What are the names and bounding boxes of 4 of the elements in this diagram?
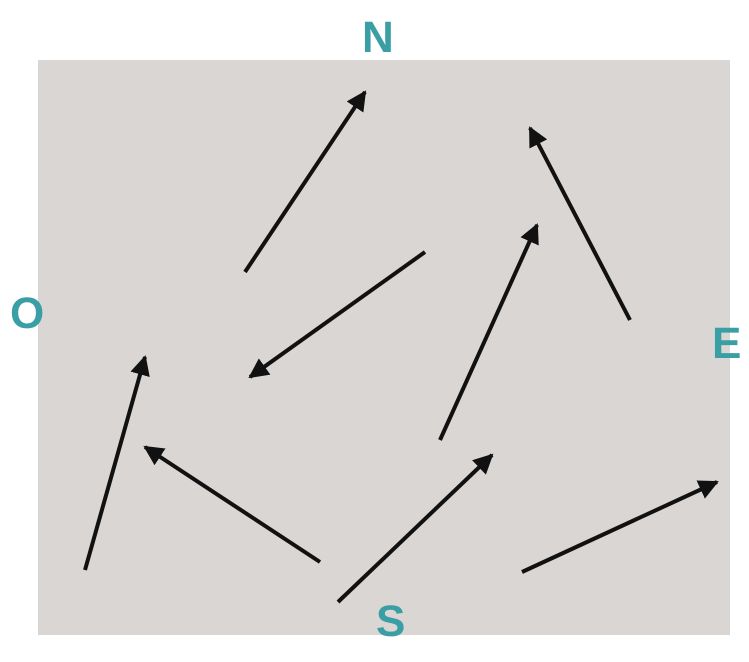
compass-label: O	[10, 292, 44, 336]
compass-label: N	[362, 16, 394, 60]
compass-label: E	[712, 322, 742, 366]
compass-label: S	[376, 600, 406, 644]
